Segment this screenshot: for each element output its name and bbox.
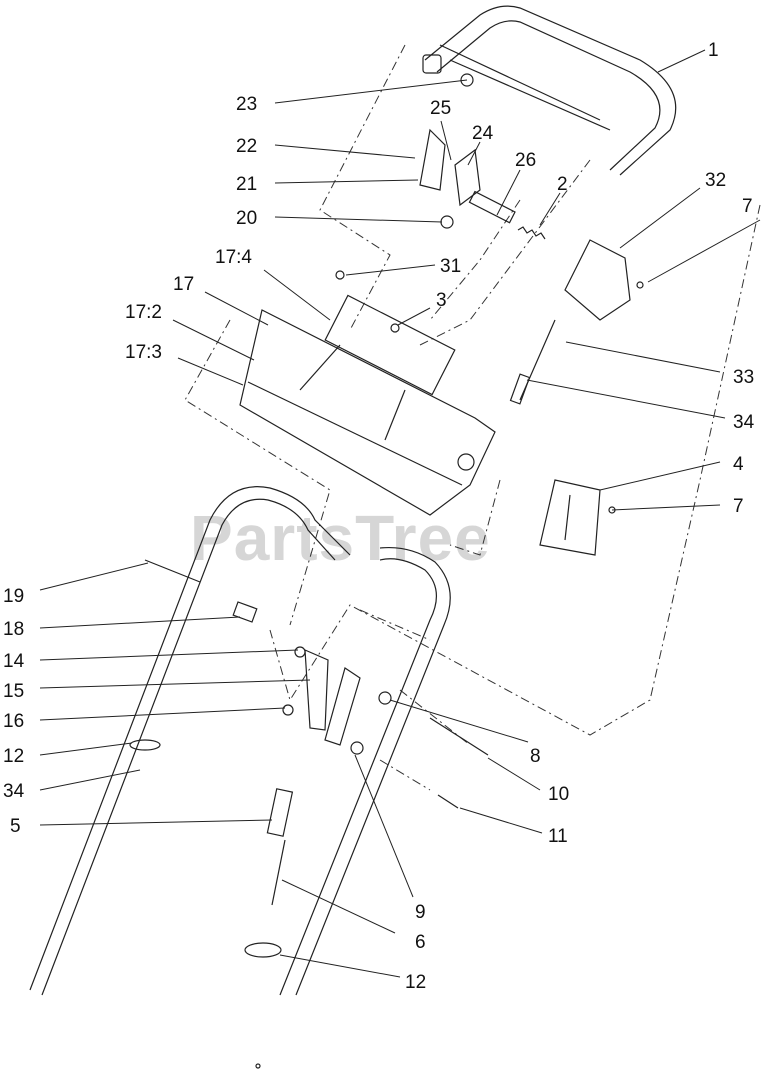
lower-handle-tubes: [29, 486, 451, 996]
callout-labels: 1 23 25 24 22 26 21 2 32 7 20 17:4 31 17…: [3, 40, 755, 993]
callout-label: 11: [548, 826, 568, 847]
callout-label: 17:2: [125, 302, 162, 323]
callout-label: 3: [436, 290, 447, 311]
callout-label: 7: [742, 196, 753, 217]
watermark-text: PartsTree: [190, 502, 491, 574]
callout-label: 26: [515, 150, 536, 171]
callout-label: 8: [530, 746, 541, 767]
callout-label: 4: [733, 454, 744, 475]
callout-label: 32: [705, 170, 726, 191]
callout-label: 31: [440, 256, 461, 277]
assembly-dash-lines: [184, 44, 761, 791]
control-panel-part: [239, 294, 496, 516]
linkage-parts: [335, 73, 546, 333]
callout-label: 17: [173, 274, 194, 295]
callout-label: 34: [733, 412, 755, 433]
callout-label: 2: [557, 174, 568, 195]
callout-label: 19: [3, 586, 24, 607]
callout-label: 12: [3, 746, 24, 767]
callout-label: 6: [415, 932, 426, 953]
callout-label: 21: [236, 174, 257, 195]
callout-label: 25: [430, 98, 451, 119]
callout-label: 33: [733, 367, 754, 388]
callout-label: 22: [236, 136, 257, 157]
callout-label: 14: [3, 651, 25, 672]
callout-label: 18: [3, 619, 24, 640]
callout-label: 15: [3, 681, 24, 702]
callout-label: 23: [236, 94, 257, 115]
callout-label: 9: [415, 902, 426, 923]
callout-label: 17:4: [215, 247, 252, 268]
upper-handle-part: [422, 5, 677, 176]
callout-label: 10: [548, 784, 569, 805]
leader-lines: [39, 49, 761, 978]
callout-label: 1: [708, 40, 719, 61]
callout-label: 17:3: [125, 342, 162, 363]
callout-label: 20: [236, 208, 257, 229]
lower-parts: [129, 559, 489, 1069]
side-brackets: [509, 239, 644, 556]
callout-label: 16: [3, 711, 24, 732]
callout-label: 24: [472, 123, 494, 144]
callout-label: 7: [733, 496, 744, 517]
callout-label: 12: [405, 972, 426, 993]
callout-label: 34: [3, 781, 25, 802]
callout-label: 5: [10, 816, 21, 837]
